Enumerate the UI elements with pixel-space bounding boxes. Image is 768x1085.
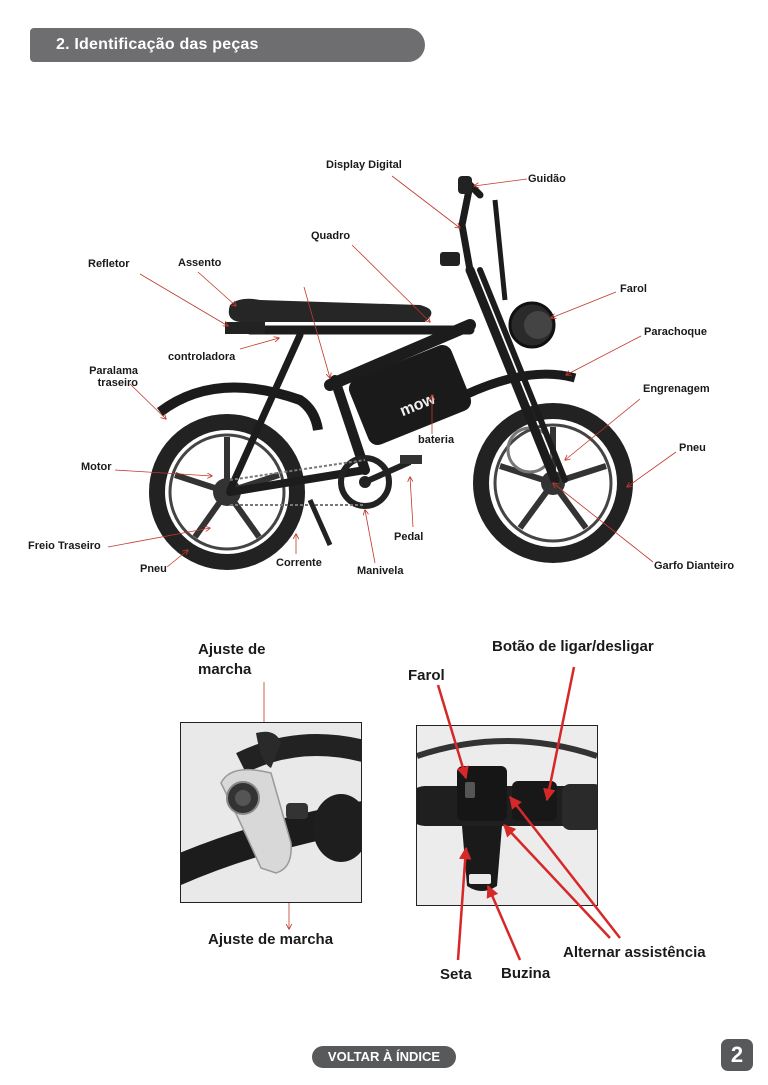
section-header: 2. Identificação das peças [30, 28, 425, 62]
label-motor: Motor [81, 461, 112, 473]
label-corrente: Corrente [276, 557, 322, 569]
label-farol-switch: Farol [408, 667, 445, 684]
label-engrenagem: Engrenagem [643, 383, 710, 395]
label-manivela: Manivela [357, 565, 404, 577]
label-bateria: bateria [418, 434, 455, 446]
page-number-badge: 2 [721, 1039, 753, 1071]
gear-shifter-photo [180, 722, 362, 903]
label-parachoque: Parachoque [644, 326, 707, 338]
gear-shifter-illustration [181, 723, 361, 902]
battery-pack [348, 344, 472, 446]
label-pneu-traseiro: Pneu [140, 563, 167, 575]
bike-frame [226, 265, 568, 496]
label-gear-bottom: Ajuste de marcha [208, 931, 334, 948]
label-buzina: Buzina [501, 965, 551, 982]
back-to-index-button[interactable]: VOLTAR À ÍNDICE [312, 1046, 456, 1068]
seat-shape [228, 298, 432, 322]
label-freio-traseiro: Freio Traseiro [28, 540, 101, 552]
label-guidao: Guidão [528, 173, 566, 185]
label-assento: Assento [178, 257, 222, 269]
label-controladora: controladora [168, 351, 236, 363]
label-pedal: Pedal [394, 531, 424, 543]
label-garfo-dianteiro: Garfo Dianteiro [654, 560, 735, 572]
switch-arrows [436, 666, 621, 961]
label-paralama-traseiro: Paralama traseiro [89, 365, 138, 389]
label-seta: Seta [440, 966, 472, 983]
label-refletor: Refletor [88, 258, 130, 270]
front-wheel [473, 403, 633, 563]
section-title: 2. Identificação das peças [56, 36, 259, 53]
label-pneu-dianteiro: Pneu [679, 442, 706, 454]
leader-lines [107, 175, 677, 568]
label-assist: Alternar assistência [563, 944, 706, 961]
label-display-digital: Display Digital [326, 159, 402, 171]
label-farol: Farol [620, 283, 647, 295]
label-power-button: Botão de ligar/desligar [492, 638, 654, 655]
label-gear-top: Ajuste de marcha [198, 641, 266, 678]
label-quadro: Quadro [311, 230, 351, 242]
